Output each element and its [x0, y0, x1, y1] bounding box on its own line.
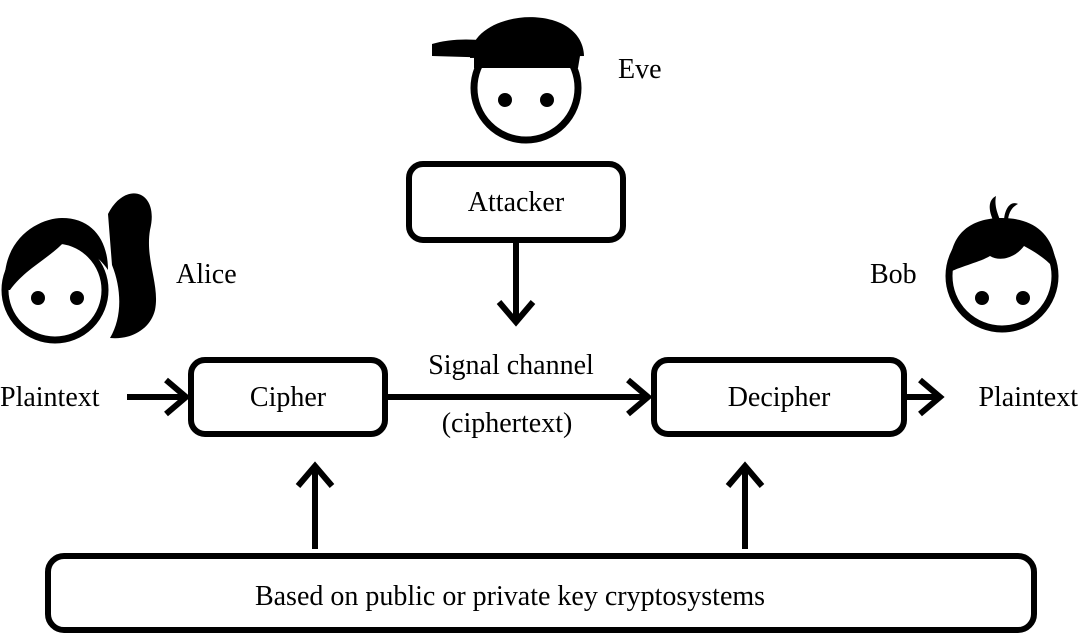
plaintext-out-label: Plaintext: [978, 382, 1078, 413]
eve-icon: [432, 17, 584, 144]
key-system-label: Based on public or private key cryptosys…: [255, 581, 765, 612]
bob-label: Bob: [870, 259, 917, 290]
channel-arrow: [385, 377, 653, 417]
plaintext-out-arrow: [904, 377, 945, 417]
attacker-label: Attacker: [468, 187, 565, 218]
decipher-label: Decipher: [728, 382, 831, 413]
eve-label: Eve: [618, 54, 662, 85]
cipher-key-arrow: [295, 461, 335, 549]
plaintext-in-arrow: [127, 377, 191, 417]
key-system-box: [45, 553, 1037, 633]
bob-icon: [945, 196, 1059, 333]
attacker-arrow: [496, 240, 536, 327]
alice-icon: [1, 193, 157, 344]
channel-label: Signal channel: [428, 350, 594, 381]
decipher-key-arrow: [725, 461, 765, 549]
plaintext-in-label: Plaintext: [0, 382, 100, 413]
cipher-label: Cipher: [250, 382, 327, 413]
alice-label: Alice: [176, 259, 237, 290]
channel-sub-label: (ciphertext): [442, 408, 573, 439]
